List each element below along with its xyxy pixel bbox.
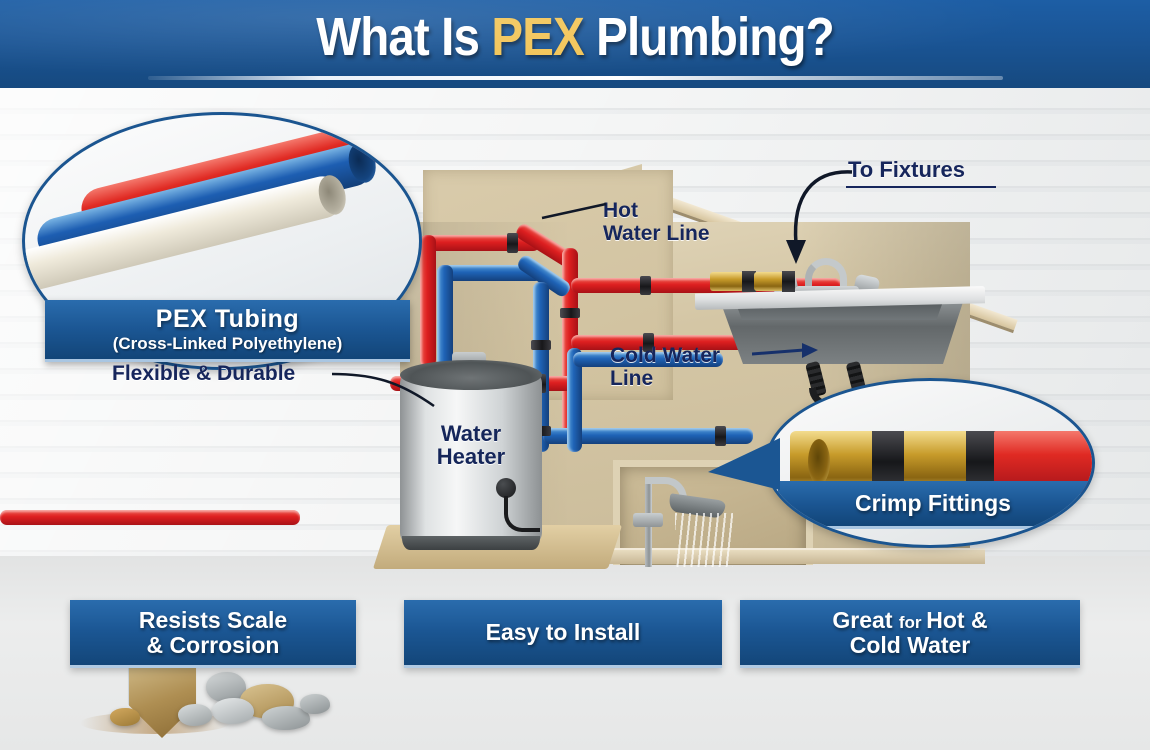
hot-water-leader-line	[541, 202, 607, 220]
shower-fixture	[631, 475, 781, 567]
title-underline	[148, 76, 1003, 80]
sink-fitting-brass-left	[710, 272, 744, 291]
benefit-3-line1: Great for Hot &	[832, 606, 988, 633]
scale-rock-3	[212, 698, 254, 724]
pex-tubing-banner: PEX Tubing (Cross-Linked Polyethylene)	[45, 300, 410, 362]
annotation-hot-water-line: Hot Water Line	[603, 199, 710, 245]
benefit-banner-hot-cold-water: Great for Hot & Cold Water	[740, 600, 1080, 668]
water-spray	[675, 513, 733, 567]
flexible-durable-leader-line	[331, 372, 435, 408]
benefit-1-line1: Resists Scale	[138, 606, 288, 633]
pex-tubing-subtitle: (Cross-Linked Polyethylene)	[112, 334, 343, 353]
pex-tube-red-end	[388, 115, 419, 156]
faucet-spout	[805, 258, 847, 292]
crimp-ring-5	[531, 340, 551, 350]
water-heater-label-line1: Water	[440, 421, 502, 446]
pex-tubing-title: PEX Tubing	[155, 305, 300, 333]
heater-tank-top	[400, 360, 542, 390]
sink-fitting-ring-left	[742, 271, 756, 292]
benefits-row: ❄ Resists Scale & Corrosion Easy to Inst…	[0, 600, 1150, 750]
cold-pipe-branch-riser	[567, 348, 582, 452]
page-title-accent: PEX	[491, 7, 584, 67]
cold-pipe-top-horizontal	[437, 265, 542, 281]
scale-rock-6	[300, 694, 330, 714]
hot-water-line-label-line1: Hot	[603, 199, 638, 222]
page-title: What Is PEX Plumbing?	[69, 6, 1081, 68]
water-heater: Water Heater	[400, 352, 542, 550]
benefit-1-line2: & Corrosion	[146, 631, 280, 658]
fitting-bore-opening	[808, 439, 830, 485]
cold-pipe-to-fixtures	[543, 428, 753, 444]
flexible-durable-label: Flexible & Durable	[112, 362, 296, 385]
crimp-ring-3	[643, 333, 654, 352]
crimp-callout-pointer	[708, 438, 780, 490]
page-title-pre: What Is	[316, 7, 492, 67]
crimp-ring-1	[507, 233, 518, 253]
benefit-3-line1-small: for	[898, 612, 927, 632]
callout-crimp-fittings-oval: Crimp Fittings	[765, 378, 1095, 548]
benefit-3-line1-pre: Great	[832, 606, 899, 633]
hot-water-line-label-line2: Water Line	[603, 221, 710, 245]
to-fixtures-curved-arrow	[786, 170, 853, 264]
benefit-2-text: Easy to Install	[486, 620, 641, 645]
crimp-ring-4	[560, 308, 580, 318]
benefit-3-line1-post: Hot &	[926, 606, 988, 633]
house-cross-section: Water Heater	[0, 130, 1095, 569]
annotation-cold-water-line: Cold Water Line	[610, 344, 721, 390]
cold-water-arrow	[752, 343, 818, 358]
benefit-2-line1: Easy to Install	[485, 619, 641, 646]
heater-thermostat-knob	[496, 478, 516, 498]
scale-rock-1	[206, 672, 246, 702]
benefit-3-text: Great for Hot & Cold Water	[832, 606, 988, 658]
benefit-banner-resists-scale: Resists Scale & Corrosion	[70, 600, 356, 668]
scale-rock-7	[110, 708, 140, 726]
hot-pipe-left-riser	[420, 235, 436, 367]
water-heater-label-line2: Heater	[436, 444, 506, 470]
cold-water-line-label-line1: Cold Water	[610, 344, 721, 367]
scale-rock-5	[178, 704, 212, 726]
cold-pipe-left-riser	[437, 265, 453, 385]
to-fixtures-underline	[846, 186, 996, 188]
annotation-to-fixtures: To Fixtures	[848, 157, 965, 182]
crimp-fittings-label: Crimp Fittings	[778, 481, 1088, 529]
heater-tank-base	[402, 536, 540, 550]
benefit-banner-easy-to-install: Easy to Install	[404, 600, 722, 668]
water-heater-label: Water Heater	[408, 422, 534, 468]
crimp-ring-2	[640, 276, 651, 295]
cold-pipe-branch	[573, 352, 723, 367]
page-title-post: Plumbing?	[583, 7, 834, 67]
benefit-3-line2: Cold Water	[849, 631, 971, 658]
cold-water-line-label-line2: Line	[610, 366, 654, 390]
sink-fitting-ring-right	[782, 271, 795, 292]
hot-pipe-exit-left	[0, 510, 300, 525]
crimp-ring-8	[715, 426, 726, 446]
benefit-1-text: Resists Scale & Corrosion	[138, 606, 288, 658]
header-bar: What Is PEX Plumbing?	[0, 0, 1150, 88]
shower-arm	[645, 477, 687, 501]
shower-valve-handle[interactable]	[633, 513, 663, 527]
heater-power-cord	[504, 496, 540, 532]
sink-fitting-brass-right	[754, 272, 784, 291]
